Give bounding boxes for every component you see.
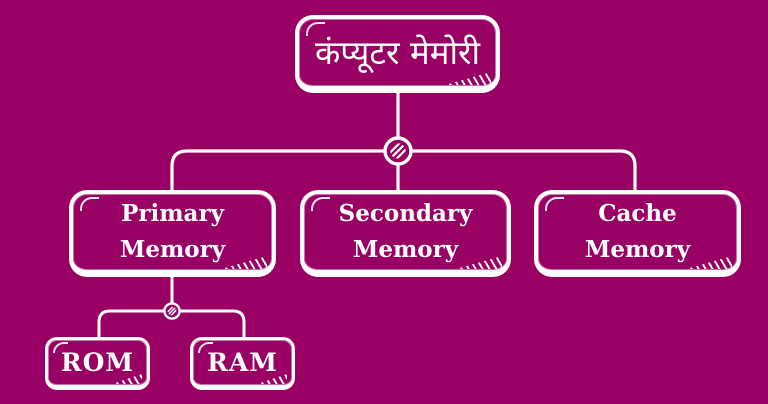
node-cache-memory-label-line2: Memory	[584, 236, 691, 263]
node-secondary-memory-label-line2: Memory	[352, 236, 459, 263]
node-computer-memory-label: कंप्यूटर मेमोरी	[314, 32, 481, 72]
junction-node-icon	[383, 136, 413, 166]
node-ram: RAM	[190, 337, 295, 390]
node-cache-memory: Cache Memory	[534, 190, 741, 277]
node-secondary-memory: Secondary Memory	[300, 190, 511, 277]
node-rom: ROM	[45, 337, 150, 390]
node-secondary-memory-label-line1: Secondary	[338, 200, 473, 227]
node-rom-label: ROM	[60, 348, 135, 377]
node-primary-memory: Primary Memory	[69, 190, 276, 277]
node-computer-memory: कंप्यूटर मेमोरी	[295, 15, 500, 93]
node-primary-memory-label-line1: Primary	[121, 200, 224, 227]
node-primary-memory-label-line2: Memory	[119, 236, 226, 263]
junction-node-small-icon	[163, 302, 181, 320]
node-ram-label: RAM	[207, 348, 278, 377]
node-cache-memory-label-line1: Cache	[598, 200, 677, 227]
